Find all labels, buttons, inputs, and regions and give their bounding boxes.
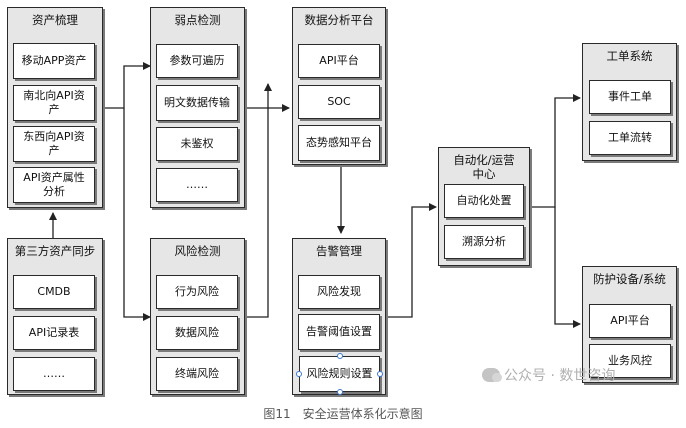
node-trace-analysis[interactable]: 溯源分析 — [444, 225, 524, 259]
node-auto-disposal[interactable]: 自动化处置 — [444, 184, 524, 218]
wechat-icon — [482, 368, 502, 382]
group-analysis-platform-title: 数据分析平台 — [304, 13, 374, 27]
node-east-west-api-asset[interactable]: 东西向API资产 — [13, 126, 95, 162]
node-alert-threshold[interactable]: 告警阈值设置 — [298, 314, 380, 350]
node-cmdb[interactable]: CMDB — [13, 275, 95, 309]
group-protection-title: 防护设备/系统 — [593, 272, 666, 286]
node-api-record-table[interactable]: API记录表 — [13, 316, 95, 350]
edge-alert-to-automation — [385, 203, 437, 318]
selection-handle-bottom[interactable] — [337, 389, 343, 395]
node-weak-more[interactable]: …… — [156, 168, 238, 202]
edge-risk-to-platform — [245, 83, 272, 318]
selection-handle-top[interactable] — [337, 353, 343, 359]
watermark: 公众号 · 数世咨询 — [482, 365, 615, 385]
figure-caption: 图11 安全运营体系化示意图 — [263, 407, 423, 421]
node-situation-awareness[interactable]: 态势感知平台 — [298, 125, 380, 161]
watermark-text: 公众号 · 数世咨询 — [504, 368, 616, 384]
node-sync-more[interactable]: …… — [13, 357, 95, 391]
group-third-party-sync-title: 第三方资产同步 — [14, 244, 96, 258]
node-param-traversal[interactable]: 参数可遍历 — [156, 44, 238, 78]
group-ticket-title: 工单系统 — [606, 49, 653, 63]
node-terminal-risk[interactable]: 终端风险 — [156, 357, 238, 391]
edge-automation-to-protection — [554, 207, 581, 328]
node-api-platform[interactable]: API平台 — [298, 44, 380, 78]
node-mobile-app-asset[interactable]: 移动APP资产 — [13, 43, 95, 79]
node-ticket-flow[interactable]: 工单流转 — [589, 121, 671, 155]
edge-assets-to-weak — [104, 62, 151, 109]
group-asset-mgmt-title: 资产梳理 — [32, 13, 78, 27]
group-alert-mgmt-title: 告警管理 — [316, 244, 362, 258]
node-business-risk-control[interactable]: 业务风控 — [589, 344, 671, 378]
group-automation-title: 自动化/运营中心 — [453, 153, 515, 181]
node-risk-rule[interactable]: 风险规则设置 — [299, 356, 380, 392]
group-weak-point-title: 弱点检测 — [174, 13, 221, 27]
node-risk-discovery[interactable]: 风险发现 — [298, 275, 380, 309]
node-no-auth[interactable]: 未鉴权 — [156, 127, 238, 161]
selection-handle-left[interactable] — [296, 371, 302, 377]
node-soc[interactable]: SOC — [298, 85, 380, 119]
node-event-ticket[interactable]: 事件工单 — [589, 80, 671, 114]
edge-automation-to-ticket — [530, 94, 581, 208]
group-risk-detect-title: 风险检测 — [174, 244, 221, 258]
selection-handle-right[interactable] — [377, 371, 383, 377]
node-plaintext-transfer[interactable]: 明文数据传输 — [156, 85, 238, 121]
node-north-south-api-asset[interactable]: 南北向API资产 — [13, 85, 95, 121]
edge-assets-to-risk — [123, 108, 151, 321]
node-api-asset-attr-analysis[interactable]: API资产属性分析 — [13, 167, 95, 203]
node-data-risk[interactable]: 数据风险 — [156, 316, 238, 350]
node-behavior-risk[interactable]: 行为风险 — [156, 275, 238, 309]
node-protect-api-platform[interactable]: API平台 — [589, 304, 671, 338]
